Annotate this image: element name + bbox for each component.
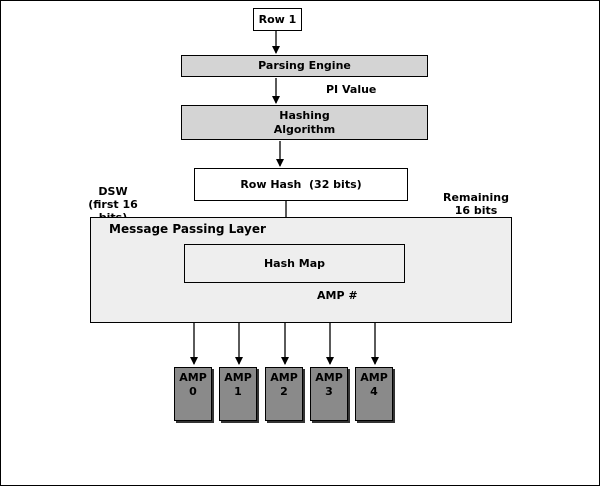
remaining-label-line2: 16 bits [454, 204, 498, 217]
row-hash-label: Row Hash (32 bits) [240, 177, 362, 191]
amp-box-2: AMP 2 [265, 367, 303, 421]
amp-id: 0 [189, 385, 197, 398]
amp-label: AMP [360, 371, 388, 384]
amp-box-1: AMP 1 [219, 367, 257, 421]
amp-id: 4 [370, 385, 378, 398]
amp-label: AMP [270, 371, 298, 384]
row-label: Row 1 [258, 12, 297, 26]
amp-id: 2 [280, 385, 288, 398]
amp-id: 1 [234, 385, 242, 398]
parsing-engine-box: Parsing Engine [181, 55, 428, 77]
hashing-label-line1: Hashing [279, 108, 330, 122]
amp-box-3: AMP 3 [310, 367, 348, 421]
hash-map-label: Hash Map [263, 256, 326, 270]
amp-number-label: AMP # [317, 289, 358, 302]
row-hash-box: Row Hash (32 bits) [194, 168, 408, 201]
message-passing-layer-title: Message Passing Layer [109, 222, 266, 236]
row-box: Row 1 [253, 8, 302, 31]
amp-id: 3 [325, 385, 333, 398]
amp-label: AMP [179, 371, 207, 384]
remaining-bits-label: Remaining 16 bits [441, 191, 511, 217]
hashing-label-line2: Algorithm [273, 122, 336, 136]
pi-value-label: PI Value [326, 83, 377, 96]
amp-box-4: AMP 4 [355, 367, 393, 421]
parsing-engine-label: Parsing Engine [258, 59, 351, 72]
hash-map-box: Hash Map [184, 244, 405, 283]
amp-label: AMP [224, 371, 252, 384]
dsw-label-line1: DSW [98, 185, 128, 198]
amp-box-0: AMP 0 [174, 367, 212, 421]
amp-label: AMP [315, 371, 343, 384]
hashing-algorithm-box: Hashing Algorithm [181, 105, 428, 140]
remaining-label-line1: Remaining [443, 191, 509, 204]
